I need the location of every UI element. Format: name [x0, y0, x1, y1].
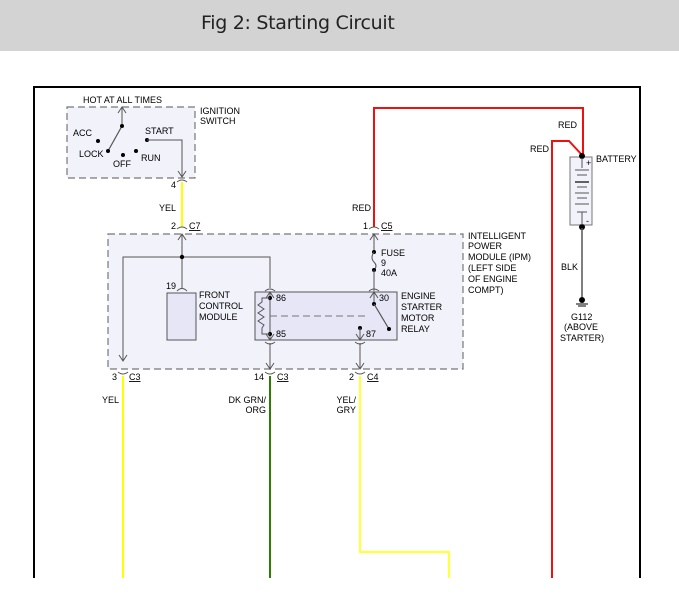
- fuse-9: FUSE 9 40A: [368, 233, 405, 292]
- run-contact: [134, 149, 138, 153]
- ipm-label-3: MODULE (IPM): [468, 252, 531, 262]
- ignition-pin-label: 4: [171, 180, 176, 190]
- ipm-label-2: POWER: [468, 241, 503, 251]
- fuse-number: 9: [381, 258, 386, 268]
- battery: + - BATTERY: [569, 153, 637, 230]
- fuse-rating: 40A: [381, 268, 397, 278]
- ignition-switch: HOT AT ALL TIMES IGNITION SWITCH ACC LOC…: [66, 95, 240, 190]
- fcm-label-2: CONTROL: [199, 301, 243, 311]
- wire-blk-label: BLK: [561, 262, 578, 272]
- off-contact: [121, 153, 125, 157]
- wire-dkgrn-label: DK GRN/: [228, 395, 266, 405]
- run-label: RUN: [141, 153, 161, 163]
- relay-pin-86: 86: [276, 293, 286, 303]
- fuse-label: FUSE: [381, 248, 405, 258]
- ipm-label-4: (LEFT SIDE: [468, 263, 516, 273]
- battery-label: BATTERY: [596, 154, 637, 164]
- relay-label-4: RELAY: [401, 324, 430, 334]
- start-label: START: [145, 126, 174, 136]
- wire-red-label-2: RED: [558, 120, 578, 130]
- acc-contact: [96, 139, 100, 143]
- connector-c7: 2 C7: [171, 221, 201, 231]
- ground-label-3: STARTER): [560, 333, 604, 343]
- wire-red-battery-ipm: [373, 107, 584, 227]
- lock-label: LOCK: [79, 149, 104, 159]
- relay-pin-85: 85: [276, 329, 286, 339]
- relay-pin-87: 87: [366, 329, 376, 339]
- lock-contact: [106, 149, 110, 153]
- wire-red-label: RED: [352, 203, 372, 213]
- acc-label: ACC: [73, 128, 93, 138]
- ground-g112: G112 (ABOVE STARTER): [560, 297, 604, 343]
- c3b-name: C3: [277, 372, 289, 382]
- wire-yel-output-label: YEL: [102, 395, 119, 405]
- relay-label: ENGINE: [401, 291, 436, 301]
- wire-yel-gry: [358, 376, 451, 578]
- hot-at-all-times-label: HOT AT ALL TIMES: [83, 95, 162, 105]
- wire-dkgrn-label-2: ORG: [245, 405, 266, 415]
- c3b-pin: 14: [254, 372, 264, 382]
- c3a-pin: 3: [112, 372, 117, 382]
- wire-red-label-3: RED: [530, 144, 550, 154]
- ground-label-2: (ABOVE: [564, 322, 598, 332]
- connector-c3-pin14: 14 C3: [254, 371, 289, 382]
- ipm-label-6: COMPT): [468, 285, 504, 295]
- connector-c4: 2 C4: [349, 371, 379, 382]
- c4-pin: 2: [349, 372, 354, 382]
- ipm-label-5: OF ENGINE: [468, 274, 518, 284]
- relay-pin-30: 30: [379, 293, 389, 303]
- wire-red-starter: [551, 140, 583, 578]
- connector-c5: 1 C5: [363, 221, 393, 231]
- diagram-frame: [33, 86, 641, 578]
- wire-yelgry-label-2: GRY: [337, 405, 356, 415]
- fcm-label-3: MODULE: [199, 312, 238, 322]
- relay-label-3: MOTOR: [401, 313, 435, 323]
- c4-name: C4: [367, 372, 379, 382]
- figure-title: Fig 2: Starting Circuit: [201, 12, 395, 34]
- c7-name: C7: [189, 221, 201, 231]
- ipm-label: INTELLIGENT: [468, 231, 527, 241]
- wire-yel-ignition-label: YEL: [159, 203, 176, 213]
- engine-starter-motor-relay: 86 85 30 87 ENGINE STARTER MOTOR RELAY: [254, 288, 443, 341]
- fcm-pin: 19: [166, 281, 176, 291]
- wire-yelgry-label: YEL/: [336, 395, 356, 405]
- off-label: OFF: [113, 159, 131, 169]
- c3a-name: C3: [129, 372, 141, 382]
- ground-label: G112: [571, 312, 592, 322]
- ignition-switch-label: IGNITION: [200, 106, 240, 116]
- c5-pin: 1: [363, 221, 368, 231]
- battery-plus: +: [586, 158, 591, 168]
- figure-header: Fig 2: Starting Circuit: [0, 0, 679, 51]
- c5-name: C5: [381, 221, 393, 231]
- front-control-module: 19 FRONT CONTROL MODULE: [166, 281, 243, 341]
- c7-pin: 2: [171, 221, 176, 231]
- relay-label-2: STARTER: [401, 302, 443, 312]
- battery-minus: -: [586, 216, 589, 226]
- fcm-label: FRONT: [199, 290, 230, 300]
- connector-c3-pin3: 3 C3: [112, 371, 141, 382]
- ignition-switch-label-2: SWITCH: [200, 116, 236, 126]
